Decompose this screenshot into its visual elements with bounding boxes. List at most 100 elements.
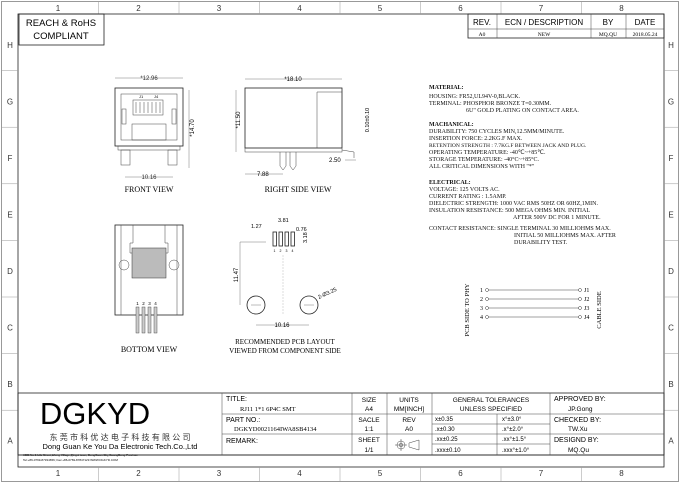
units-label: UNITS [399,397,419,404]
pcb-hole-span-dim: 10.16 [274,323,290,329]
row-marker-left: H [7,41,13,50]
row-marker-right: C [668,324,674,333]
bottom-pin-2: 2 [142,301,145,306]
company-logo: DGKYD [40,396,150,431]
side-height-dim: *11.50 [236,111,242,129]
pcb-padw-dim: 0.76 [296,227,307,233]
rev-value: A0 [405,426,413,433]
row-marker-right: G [668,98,674,107]
remark-label: REMARK: [226,438,258,445]
column-marker-top: 2 [136,4,141,13]
column-marker-top: 4 [297,4,302,13]
schematic-right-pin: J2 [584,297,589,303]
j1-label: J1 [139,94,144,99]
column-marker-bottom: 1 [56,469,61,478]
material-title: MATERIAL: [429,85,464,91]
side-view-label: RIGHT SIDE VIEW [265,185,332,194]
side-tail-dim: 2.50 [329,158,341,164]
front-width-dim: *12.96 [140,76,158,82]
row-marker-left: G [7,98,13,107]
cable-side-label: CABLE SIDE [596,291,603,328]
ecn-header: ECN / DESCRIPTION [505,18,583,27]
terminal-icon [578,288,582,292]
checked-by: TW.Xu [568,426,588,433]
bottom-pin-1: 1 [136,301,139,306]
terminal-icon [578,297,582,301]
row-marker-right: E [668,211,673,220]
designed-by: MQ.Qu [568,447,589,454]
terminal-icon [485,306,489,310]
row-marker-right: F [669,154,674,163]
rev-label: REV [402,417,416,424]
pcb-holes-dim: 2-Ø3.25 [317,287,338,301]
column-marker-bottom: 4 [297,469,302,478]
schematic-right-pin: J4 [584,315,589,321]
compliance-line1: REACH & RoHS [26,18,96,29]
title-block: DGKYD 东 莞 市 科 优 达 电 子 科 技 有 限 公 司 Dong G… [17,392,665,462]
column-marker-bottom: 8 [619,469,624,478]
checked-label: CHECKED BY: [554,417,601,424]
electrical-line: AFTER 500V DC FOR 1 MINUTE. [513,215,601,221]
terminal-icon [485,315,489,319]
pcb-label-1: RECOMMENDED PCB LAYOUT [235,338,335,346]
row-marker-left: D [7,267,13,276]
tolerance-0-angular: x°±3.0° [502,417,522,423]
column-marker-top: 8 [619,4,624,13]
pcb-pin-3: 3 [286,249,288,253]
designed-label: DESIGND BY: [554,437,599,444]
front-height-dim: *14.70 [190,119,196,137]
electrical-line: CONTACT RESISTANCE: SINGLE TERMINAL 30 M… [429,226,611,232]
pcb-pin-1: 1 [274,249,276,253]
bottom-pin-4: 4 [154,301,157,306]
row-marker-left: E [7,211,12,220]
tolerance-1-angular: .x°±2.0° [502,427,524,433]
schematic-left-pin: 3 [480,306,483,312]
column-marker-top: 7 [539,4,544,13]
title-label: TITLE: [226,396,247,403]
right-side-view: *18.10 *11.50 0.10±0.10 2.50 7.88 RIGHT … [235,77,371,194]
terminal-icon [578,306,582,310]
pcb-span-dim: 3.81 [278,218,289,224]
company-address: ADD:No.1 Lifa Street,Lifeng Village,Qing… [23,453,138,457]
row-marker-left: B [7,380,12,389]
schematic-left-pin: 4 [480,315,483,321]
column-marker-bottom: 3 [217,469,222,478]
electrical-line: VOLTAGE: 125 VOLTS AC. [429,187,500,193]
row-marker-right: H [668,41,674,50]
specifications: MATERIAL: HOUSING: FR52,UL94V-0,BLACK. T… [429,85,616,246]
size-label: SIZE [362,397,377,404]
pcb-pin-4: 4 [292,249,294,253]
sheet-value: 1/1 [364,447,373,454]
row-marker-right: B [668,380,673,389]
units-value: MM[INCH] [394,406,425,413]
electrical-line: DIELECTRIC STRENGTH: 1000 VAC RMS 50HZ O… [429,201,598,207]
tolerance-2-angular: .xx°±1.5° [502,437,527,443]
terminal-icon [485,297,489,301]
front-view-label: FRONT VIEW [125,185,174,194]
electrical-line: INSULATION RESISTANCE: 500 MEGA OHMS MIN… [429,208,590,214]
by-value: MQ.QU [599,32,617,38]
material-line: 6U" GOLD PLATING ON CONTACT AREA. [466,108,579,114]
column-marker-top: 1 [56,4,61,13]
pcb-row-dim: 11.47 [234,267,240,282]
compliance-box: REACH & RoHS COMPLIANT [18,13,105,46]
company-name-cn: 东 莞 市 科 优 达 电 子 科 技 有 限 公 司 [50,432,191,442]
sheet-label: SHEET [358,437,380,444]
terminal-icon [578,315,582,319]
column-marker-bottom: 2 [136,469,141,478]
mechanical-title: MACHANICAL: [429,122,474,128]
date-header: DATE [635,18,656,27]
tolerance-2-linear: .xx±0.25 [435,437,458,443]
ecn-value: NEW [538,32,551,38]
scale-value: 1:1 [364,426,373,433]
tolerance-title-2: UNLESS SPECIFIED [460,406,522,413]
by-header: BY [603,18,614,27]
electrical-line: INITIAL 50 MILLIOHMS MAX. AFTER [514,233,616,239]
tolerance-0-linear: x±0.35 [435,417,454,423]
pcb-pin-2: 2 [280,249,282,253]
row-marker-left: A [7,437,13,446]
electrical-title: ELECTRICAL: [429,180,471,186]
row-marker-right: A [668,437,674,446]
